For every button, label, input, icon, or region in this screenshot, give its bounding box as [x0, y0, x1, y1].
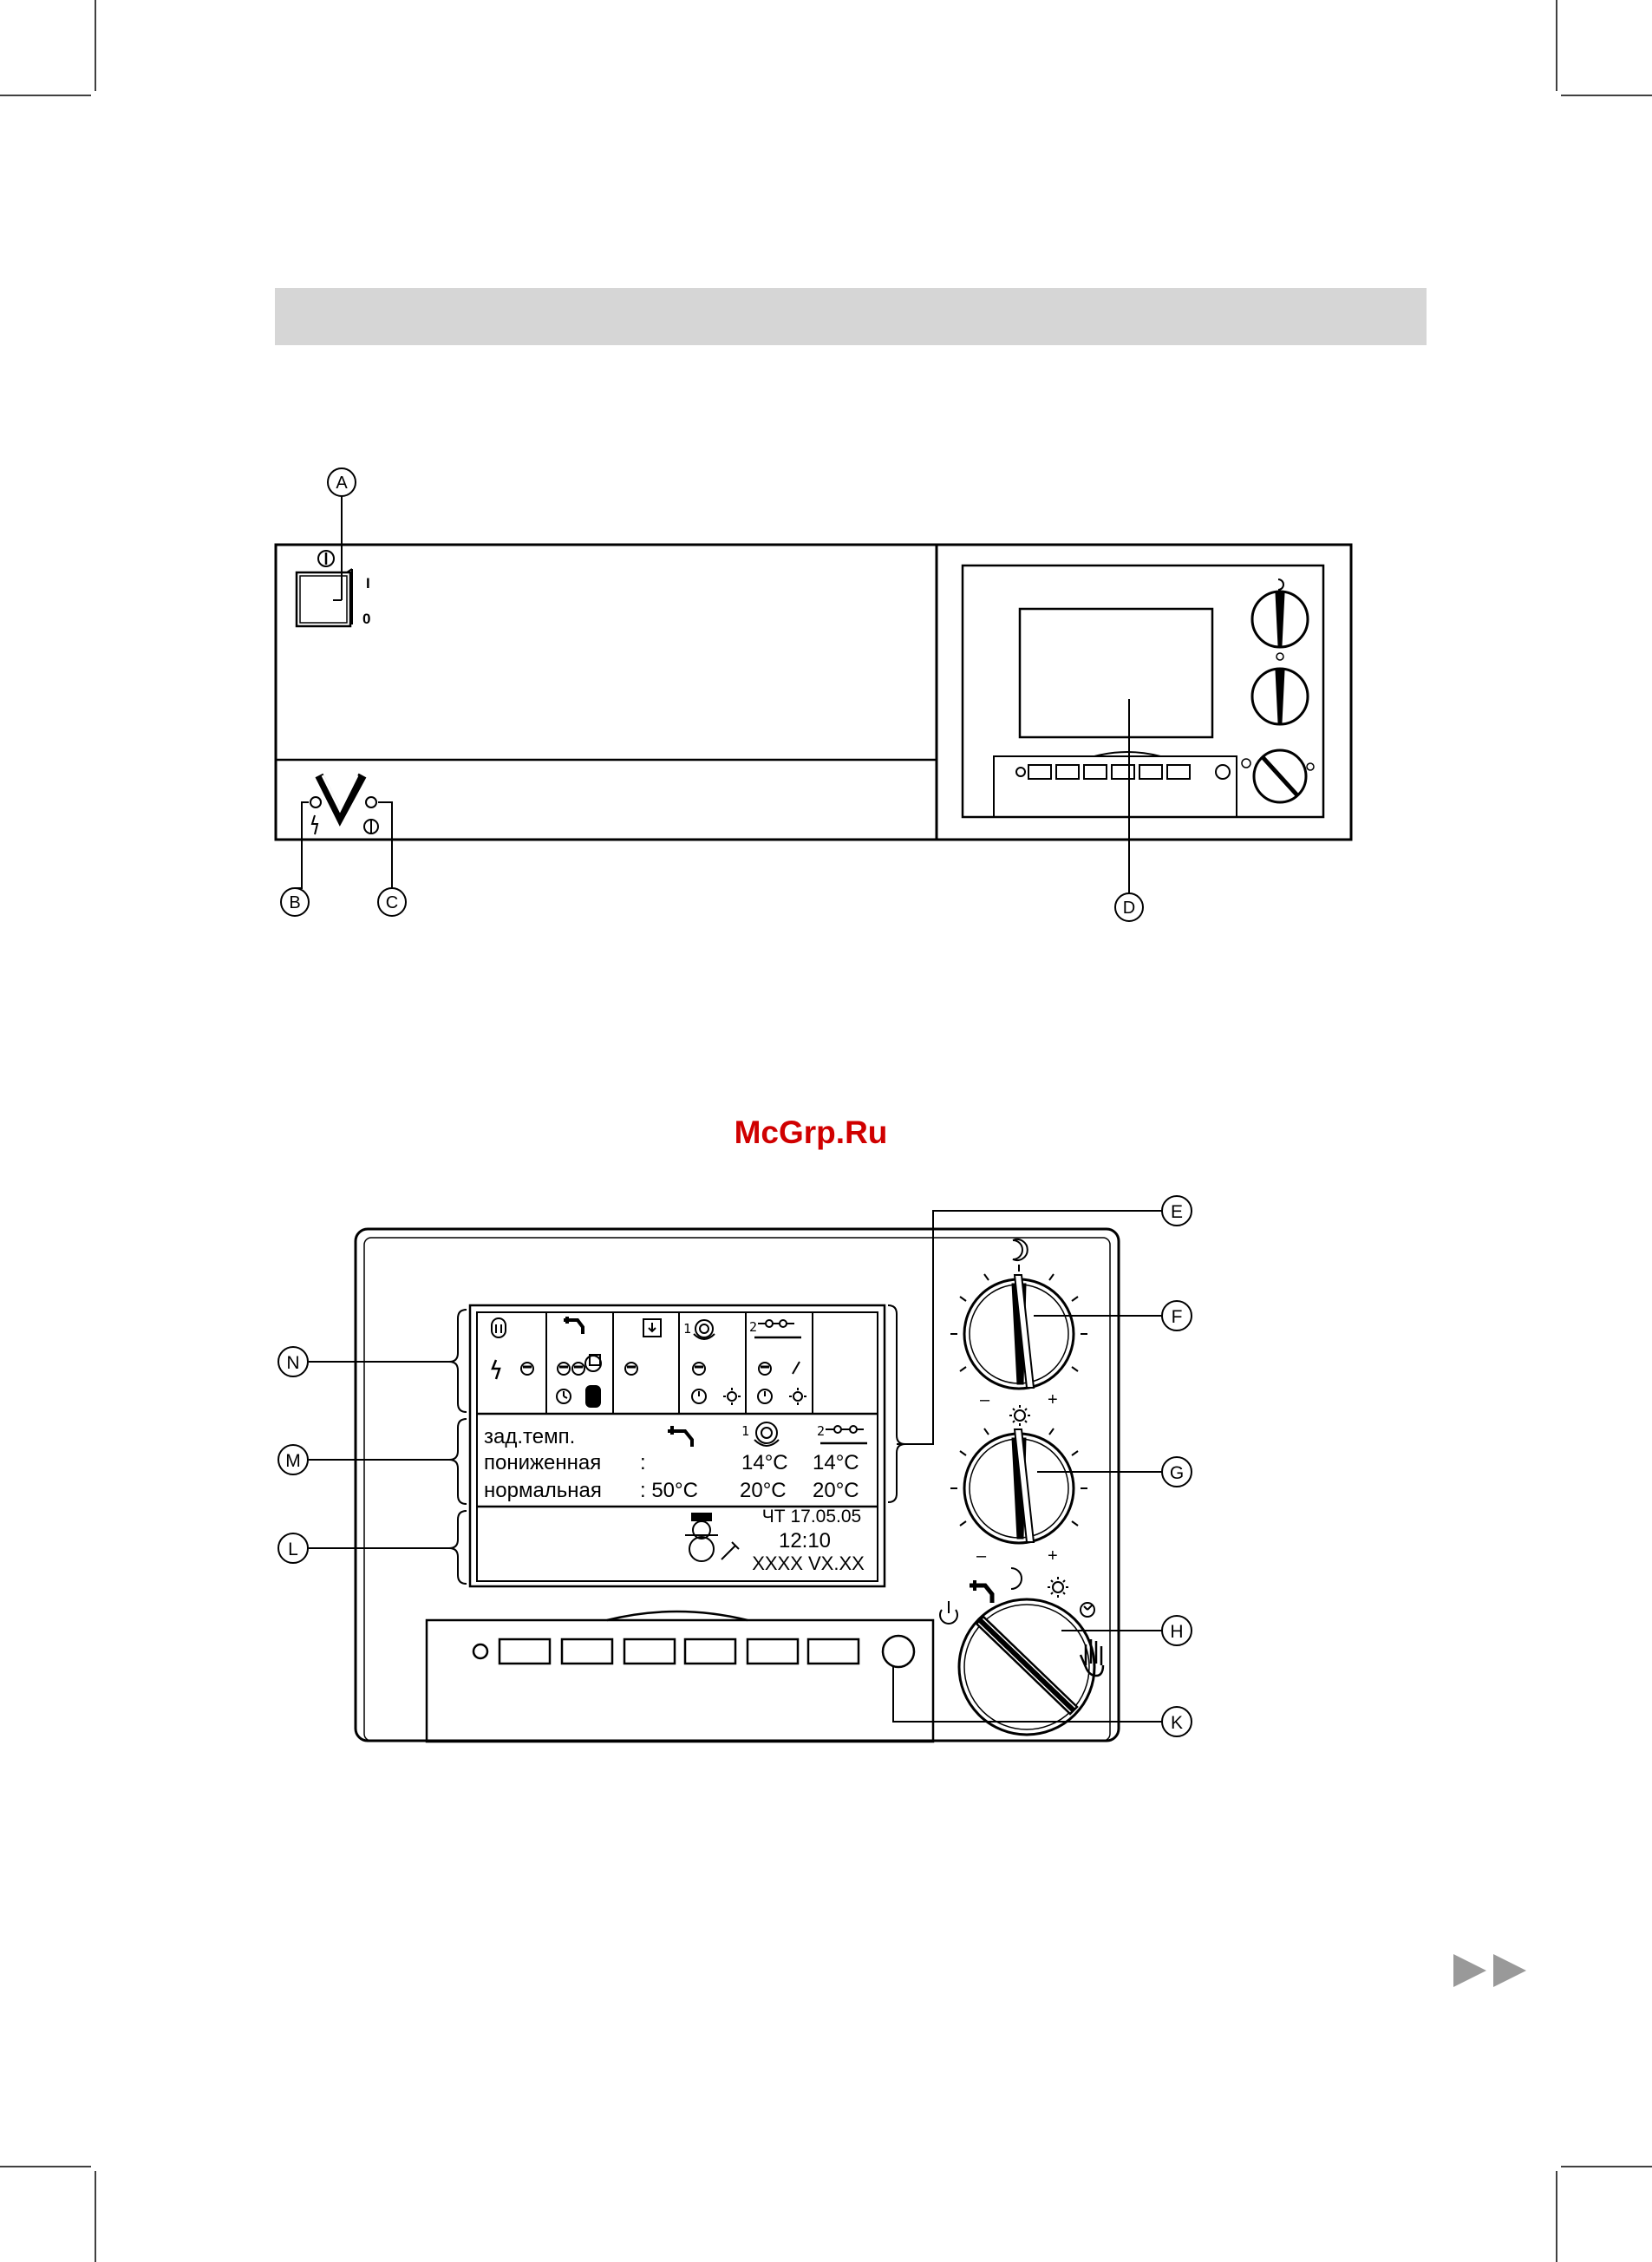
- brand-logo: [319, 775, 362, 817]
- heating-circuit-2-icon: 2: [817, 1423, 867, 1443]
- optolink-interface: [883, 1636, 914, 1667]
- solar-panel-icon: [643, 1319, 661, 1337]
- knob-operating-mode[interactable]: [959, 1599, 1094, 1735]
- hc2-reduced-temp: 14°C: [813, 1451, 859, 1474]
- clock-icon: [557, 1389, 571, 1403]
- double-chevron-right-icon: [1453, 1954, 1526, 1987]
- svg-text:A: A: [336, 474, 348, 493]
- callout-d: D: [1115, 893, 1143, 921]
- knob-reduced-room-temp[interactable]: [964, 1275, 1074, 1389]
- svg-text:F: F: [1172, 1307, 1183, 1327]
- tap-icon: [668, 1426, 692, 1447]
- display-time: 12:10: [779, 1529, 831, 1553]
- knob-f-minus: –: [980, 1390, 990, 1409]
- key-4[interactable]: [685, 1639, 735, 1664]
- fault-indicator-led: [310, 797, 321, 834]
- moon-icon: [1011, 1568, 1022, 1589]
- svg-text:B: B: [289, 893, 300, 912]
- tap-icon: [564, 1317, 583, 1334]
- svg-text:G: G: [1170, 1463, 1184, 1483]
- hc1-normal-temp: 20°C: [740, 1479, 787, 1502]
- svg-text:2: 2: [749, 1319, 757, 1335]
- sun-icon: [789, 1388, 806, 1405]
- callout-c: C: [378, 802, 406, 916]
- display-text: зад.темп. пониженная нормальная : : 50°C…: [484, 1425, 865, 1574]
- knob-normal-room-temp[interactable]: [964, 1429, 1074, 1543]
- dhw-normal-temp: : 50°C: [640, 1479, 698, 1502]
- standby-icon: [940, 1601, 957, 1624]
- mains-switch[interactable]: [297, 569, 352, 626]
- svg-text:C: C: [386, 893, 398, 912]
- pump-icon: [693, 1363, 705, 1375]
- pump-icon: [521, 1363, 533, 1375]
- switch-on-label: I: [366, 575, 370, 592]
- power-icon: [318, 551, 334, 566]
- pump-icon: [625, 1363, 637, 1375]
- heating-circuit-2-icon: 2: [749, 1319, 801, 1337]
- svg-text:1: 1: [741, 1423, 749, 1439]
- pump-icon: [759, 1363, 771, 1375]
- heating-circuit-1-icon: 1: [741, 1422, 779, 1446]
- tap-icon: [970, 1580, 992, 1603]
- key-2[interactable]: [562, 1639, 612, 1664]
- key-6[interactable]: [808, 1639, 859, 1664]
- mixer-icon: [793, 1362, 800, 1374]
- heating-circuit-1-icon: 1: [683, 1320, 715, 1339]
- programming-unit-detail: 1 2 1 2 зад.темп. пониженная нормальная: [356, 1229, 1119, 1742]
- svg-text:N: N: [286, 1353, 299, 1373]
- sun-icon: [1048, 1577, 1068, 1598]
- knob-g-minus: –: [976, 1546, 987, 1566]
- row-label-reduced: пониженная: [484, 1451, 601, 1474]
- key-1[interactable]: [500, 1639, 550, 1664]
- status-led: [473, 1644, 487, 1658]
- tank-icon: [586, 1386, 600, 1407]
- svg-text:D: D: [1123, 899, 1135, 918]
- display-small: [1020, 609, 1212, 737]
- hc2-normal-temp: 20°C: [813, 1479, 859, 1502]
- svg-text:H: H: [1170, 1622, 1183, 1642]
- switch-off-label: 0: [362, 611, 370, 627]
- moon-icon: [1013, 1239, 1028, 1260]
- control-unit-front-view: I 0: [276, 545, 1351, 893]
- unit-housing: [276, 545, 1351, 840]
- svg-text:K: K: [1171, 1713, 1183, 1733]
- operation-indicator-led: [364, 797, 378, 834]
- clock-icon: [692, 1389, 706, 1403]
- status-icons: 1 2: [492, 1317, 806, 1407]
- pump-icon: [558, 1363, 570, 1375]
- clock-icon: [1081, 1603, 1094, 1617]
- key-5[interactable]: [748, 1639, 798, 1664]
- svg-text:E: E: [1171, 1202, 1183, 1222]
- knob-f-plus: +: [1048, 1390, 1058, 1409]
- watermark: McGrp.Ru: [735, 1115, 888, 1150]
- callout-h: H: [1061, 1616, 1192, 1645]
- hc1-reduced-temp: 14°C: [741, 1451, 788, 1474]
- callout-f: F: [1034, 1301, 1192, 1330]
- display-date: ЧТ 17.05.05: [762, 1507, 861, 1527]
- svg-text:L: L: [288, 1540, 298, 1559]
- header-band: [275, 288, 1427, 345]
- fault-icon: [493, 1360, 500, 1379]
- frost-protection-icon: [685, 1513, 739, 1561]
- svg-text:1: 1: [683, 1321, 691, 1337]
- burner-icon: [492, 1318, 506, 1337]
- key-3[interactable]: [624, 1639, 675, 1664]
- row-label-setpoint: зад.темп.: [484, 1425, 575, 1448]
- pump-icon: [572, 1363, 584, 1375]
- sun-icon: [723, 1388, 741, 1405]
- clock-icon: [758, 1389, 772, 1403]
- sun-icon: [1009, 1405, 1030, 1426]
- row-label-normal: нормальная: [484, 1479, 602, 1502]
- valve-icon: [585, 1355, 601, 1371]
- callout-b: B: [281, 802, 309, 916]
- callout-e: E: [897, 1196, 1192, 1444]
- programming-unit-small: [963, 566, 1323, 817]
- hand-icon: [1081, 1639, 1103, 1676]
- knob-g-plus: +: [1048, 1546, 1058, 1566]
- reduced-separator: :: [640, 1451, 646, 1474]
- svg-text:2: 2: [817, 1423, 825, 1439]
- display-version: XXXX VX.XX: [752, 1553, 865, 1574]
- svg-text:M: M: [285, 1451, 301, 1471]
